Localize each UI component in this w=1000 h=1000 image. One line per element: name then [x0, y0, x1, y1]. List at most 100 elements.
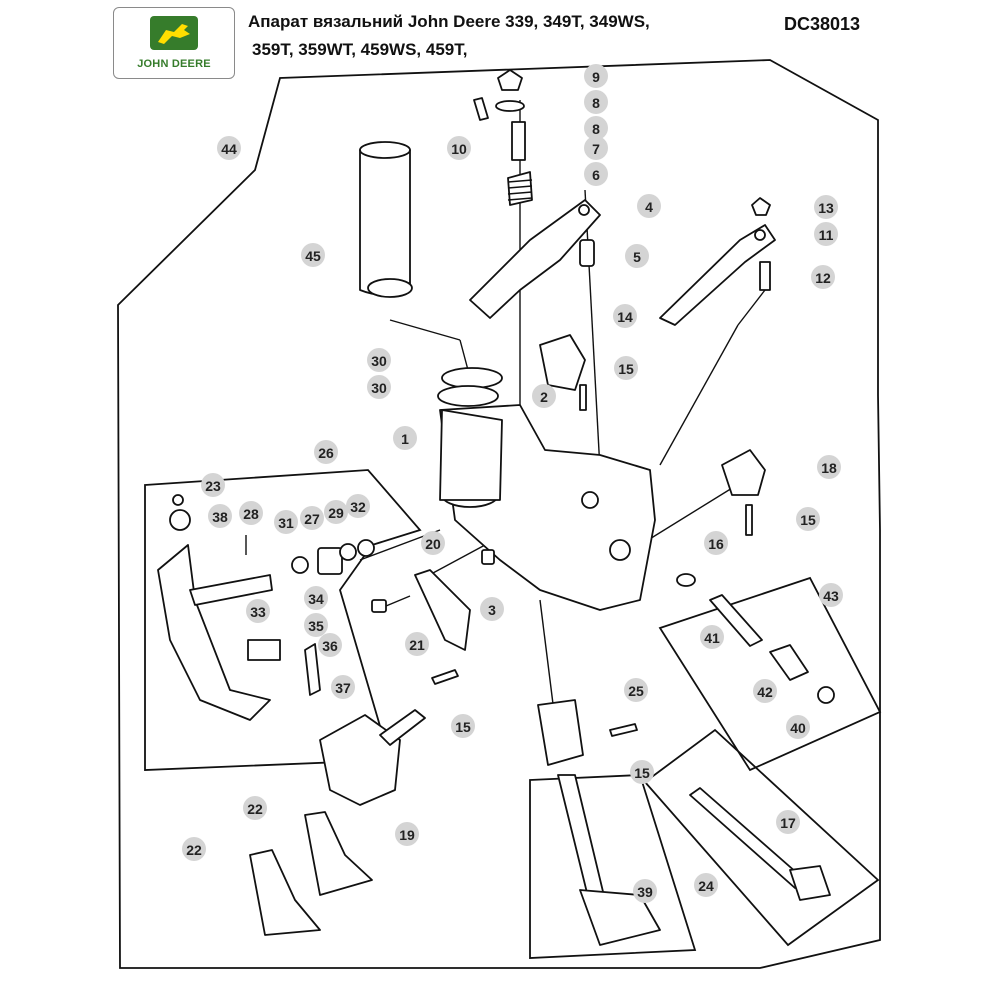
callout-label: 34: [308, 591, 324, 607]
callout-label: 18: [821, 460, 837, 476]
callout-18: 18: [817, 455, 841, 479]
frame-43: [658, 576, 882, 772]
part-washers-30: [437, 367, 503, 407]
assembly-frame: [117, 59, 881, 969]
callout-label: 45: [305, 248, 321, 264]
callout-8: 8: [584, 90, 608, 114]
part-spring-6: [507, 171, 533, 206]
callout-label: 31: [278, 515, 294, 531]
part-knife-22a: [249, 849, 321, 936]
callout-label: 30: [371, 380, 387, 396]
leader-lines: [359, 100, 766, 721]
callout-label: 2: [540, 389, 548, 405]
callout-17: 17: [776, 810, 800, 834]
callout-label: 41: [704, 630, 720, 646]
callout-label: 15: [800, 512, 816, 528]
callout-label: 11: [819, 227, 834, 243]
callout-label: 12: [815, 270, 831, 286]
callout-label: 32: [350, 499, 366, 515]
callout-label: 8: [592, 121, 600, 137]
callout-label: 28: [243, 506, 259, 522]
callout-label: 16: [708, 536, 724, 552]
callout-43: 43: [819, 583, 843, 607]
callout-9: 9: [584, 64, 608, 88]
callout-label: 22: [186, 842, 202, 858]
callout-label: 33: [250, 604, 266, 620]
callout-21: 21: [405, 632, 429, 656]
part-nut-13: [751, 197, 771, 216]
callout-label: 14: [617, 309, 633, 325]
part-disc-36: [304, 643, 321, 696]
callout-label: 22: [247, 801, 263, 817]
callout-label: 15: [634, 765, 650, 781]
callout-label: 6: [592, 167, 600, 183]
part-pin-10: [473, 97, 489, 121]
callout-label: 4: [645, 199, 653, 215]
callout-27: 27: [300, 506, 324, 530]
callout-44: 44: [217, 136, 241, 160]
callout-30: 30: [367, 375, 391, 399]
callout-8: 8: [584, 116, 608, 140]
callout-15: 15: [451, 714, 475, 738]
callout-42: 42: [753, 679, 777, 703]
callout-6: 6: [584, 162, 608, 186]
callout-15: 15: [796, 507, 820, 531]
callout-15: 15: [630, 760, 654, 784]
callout-label: 25: [628, 683, 644, 699]
part-gear-14: [539, 334, 586, 391]
callout-label: 43: [823, 588, 839, 604]
callout-16: 16: [704, 531, 728, 555]
callout-36: 36: [318, 633, 342, 657]
callout-23: 23: [201, 473, 225, 497]
callout-28: 28: [239, 501, 263, 525]
callout-39: 39: [633, 879, 657, 903]
callout-label: 19: [399, 827, 415, 843]
callout-label: 30: [371, 353, 387, 369]
catalog-code: DC38013: [784, 14, 861, 34]
callout-label: 10: [451, 141, 467, 157]
page-title-line1: Апарат вязальний John Deere 339, 349T, 3…: [248, 12, 650, 31]
frame-17: [643, 728, 880, 947]
callout-33: 33: [246, 599, 270, 623]
callout-label: 44: [221, 141, 237, 157]
callout-label: 7: [592, 141, 600, 157]
callout-29: 29: [324, 500, 348, 524]
callout-10: 10: [447, 136, 471, 160]
part-hook-19: [319, 709, 426, 806]
part-bushing-5: [579, 239, 595, 267]
part-bolt-3: [481, 549, 495, 565]
part-bearings-26: [291, 539, 375, 575]
part-worm-42: [769, 644, 809, 681]
callout-34: 34: [304, 586, 328, 610]
callout-7: 7: [584, 136, 608, 160]
callout-11: 11: [814, 222, 838, 246]
callout-45: 45: [301, 243, 325, 267]
callout-1: 1: [393, 426, 417, 450]
part-lever-11: [659, 224, 776, 326]
callout-2: 2: [532, 384, 556, 408]
callout-20: 20: [421, 531, 445, 555]
callout-label: 20: [425, 536, 441, 552]
callout-label: 17: [780, 815, 796, 831]
logo-wordmark: JOHN DEERE: [137, 58, 211, 70]
callout-label: 15: [618, 361, 634, 377]
callout-label: 27: [304, 511, 320, 527]
callout-4: 4: [637, 194, 661, 218]
callout-label: 3: [488, 602, 496, 618]
callout-12: 12: [811, 265, 835, 289]
callout-22: 22: [243, 796, 267, 820]
callout-label: 42: [757, 684, 773, 700]
part-shaft-17: [689, 787, 831, 901]
page-title: Апарат вязальний John Deere 339, 349T, 3…: [248, 8, 748, 64]
callout-26: 26: [314, 440, 338, 464]
callout-19: 19: [395, 822, 419, 846]
part-bracket-20: [414, 569, 471, 651]
part-worm-41: [709, 594, 763, 647]
callout-40: 40: [786, 715, 810, 739]
callout-5: 5: [625, 244, 649, 268]
callout-30: 30: [367, 348, 391, 372]
part-shaft-45: [359, 141, 413, 298]
callout-label: 24: [698, 878, 714, 894]
callout-3: 3: [480, 597, 504, 621]
